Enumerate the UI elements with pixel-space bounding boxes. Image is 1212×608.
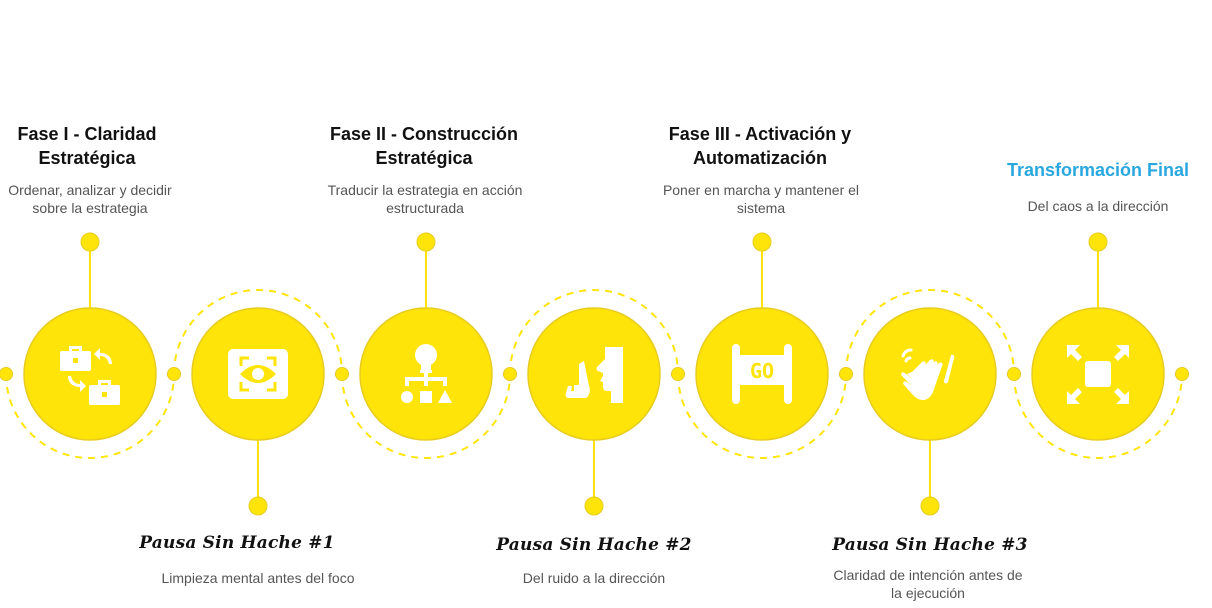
pause-2-description: Del ruido a la dirección (522, 570, 666, 586)
connector-dot (0, 367, 13, 381)
connector-dot (1007, 367, 1021, 381)
svg-text:GO: GO (750, 359, 774, 383)
dashed-arc (173, 289, 343, 375)
dashed-arc (5, 373, 175, 459)
pause-2-title: Pausa Sin Hache #2 (496, 535, 692, 555)
phase-circle-1 (23, 307, 157, 441)
connector-dot (167, 367, 181, 381)
pause-1-title: Pausa Sin Hache #1 (139, 533, 335, 553)
go-sign-icon: GO (732, 344, 792, 404)
dashed-arc (509, 289, 679, 375)
pin-dot (248, 496, 268, 516)
connector-dot (671, 367, 685, 381)
pin-dot (1088, 232, 1108, 252)
pin-dot (752, 232, 772, 252)
pin-dot (80, 232, 100, 252)
dashed-arc (1013, 373, 1183, 459)
clapping-hands-icon (901, 348, 955, 400)
silence-gesture-icon (565, 347, 623, 403)
dashed-arc (341, 373, 511, 459)
pause-circle-2 (527, 307, 661, 441)
connector-dot (839, 367, 853, 381)
pause-3-title: Pausa Sin Hache #3 (832, 535, 1028, 555)
pause-1-description: Limpieza mental antes del foco (161, 570, 355, 586)
dashed-arc (845, 289, 1015, 375)
final-title: Transformación Final (1006, 160, 1190, 180)
connector-dot (1175, 367, 1189, 381)
toolbox-exchange-icon (60, 346, 120, 405)
connector-dot (335, 367, 349, 381)
focus-eye-icon (228, 349, 288, 399)
final-description: Del caos a la dirección (1027, 198, 1169, 214)
connector-dot (503, 367, 517, 381)
pin-dot (584, 496, 604, 516)
pin-dot (920, 496, 940, 516)
pin-dot (416, 232, 436, 252)
dashed-arc (677, 373, 847, 459)
expand-arrows-icon (1067, 345, 1129, 404)
idea-hierarchy-icon (401, 344, 452, 403)
